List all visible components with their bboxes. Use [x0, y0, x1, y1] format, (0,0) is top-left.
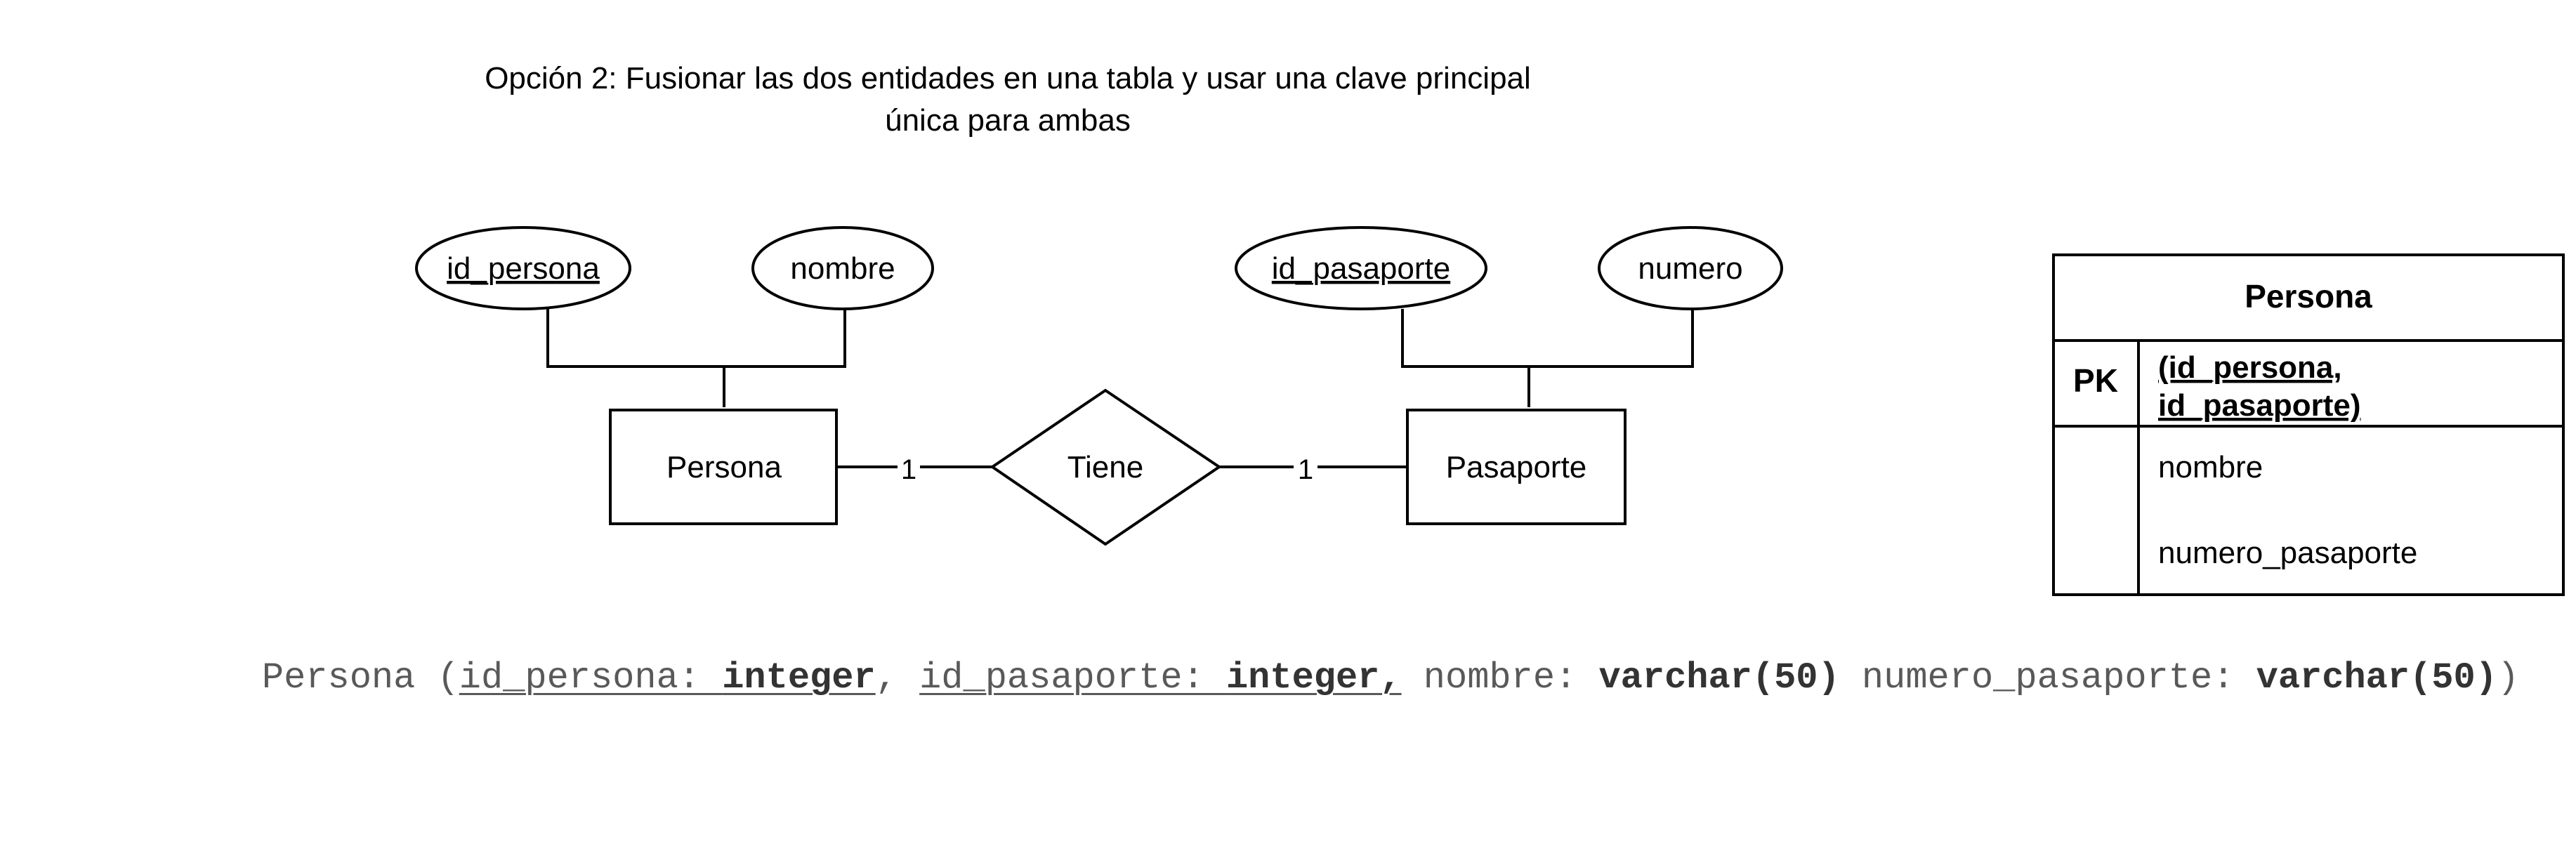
attribute-id-pasaporte: [1235, 226, 1487, 310]
connector-persona-attributes: [546, 309, 846, 407]
attribute-nombre: [751, 226, 934, 310]
table-field-nombre: nombre: [2158, 450, 2263, 484]
schema-attr-id-persona: id_persona: integer: [459, 657, 876, 699]
diagram-title: Opción 2: Fusionar las dos entidades en …: [309, 58, 1707, 142]
relationship-tiene-label: Tiene: [1067, 450, 1143, 484]
schema-separator: ,: [875, 657, 920, 699]
table-pk-line-2: id_pasaporte): [2158, 388, 2361, 423]
schema-open: Persona (: [261, 657, 459, 699]
entity-pasaporte-label: Pasaporte: [1446, 450, 1587, 484]
attribute-numero-label: numero: [1638, 251, 1742, 286]
schema-attr-numero-pasaporte: numero_pasaporte: varchar(50): [1839, 657, 2497, 699]
attribute-id-persona: [415, 226, 631, 310]
entity-pasaporte: [1406, 409, 1627, 525]
attribute-id-persona-label: id_persona: [447, 251, 600, 286]
schema-close: ): [2497, 657, 2520, 699]
table-field-numero-pasaporte: numero_pasaporte: [2158, 536, 2417, 570]
cardinality-left: 1: [901, 454, 916, 485]
entity-persona-label: Persona: [666, 450, 782, 484]
table-pk-label: PK: [2073, 362, 2118, 399]
relationship-tiene: [990, 388, 1222, 546]
title-line-1: Opción 2: Fusionar las dos entidades en …: [485, 61, 1531, 95]
attribute-id-pasaporte-label: id_pasaporte: [1272, 251, 1450, 286]
attribute-numero: [1598, 226, 1783, 310]
table-title: Persona: [2245, 278, 2372, 315]
schema-attr-nombre: nombre: varchar(50): [1401, 657, 1840, 699]
schema-attr-id-pasaporte: id_pasaporte: integer,: [919, 657, 1402, 699]
connector-pasaporte-attributes: [1401, 309, 1694, 407]
entity-persona: [609, 409, 838, 525]
attribute-nombre-label: nombre: [790, 251, 895, 286]
relational-schema: Persona (id_persona: integer, id_pasapor…: [211, 652, 2570, 705]
table-persona: Persona PK (id_persona, id_pasaporte) no…: [2052, 253, 2565, 596]
cardinality-right: 1: [1298, 454, 1313, 485]
table-pk-line-1: (id_persona,: [2158, 350, 2342, 385]
title-line-2: única para ambas: [885, 103, 1131, 138]
